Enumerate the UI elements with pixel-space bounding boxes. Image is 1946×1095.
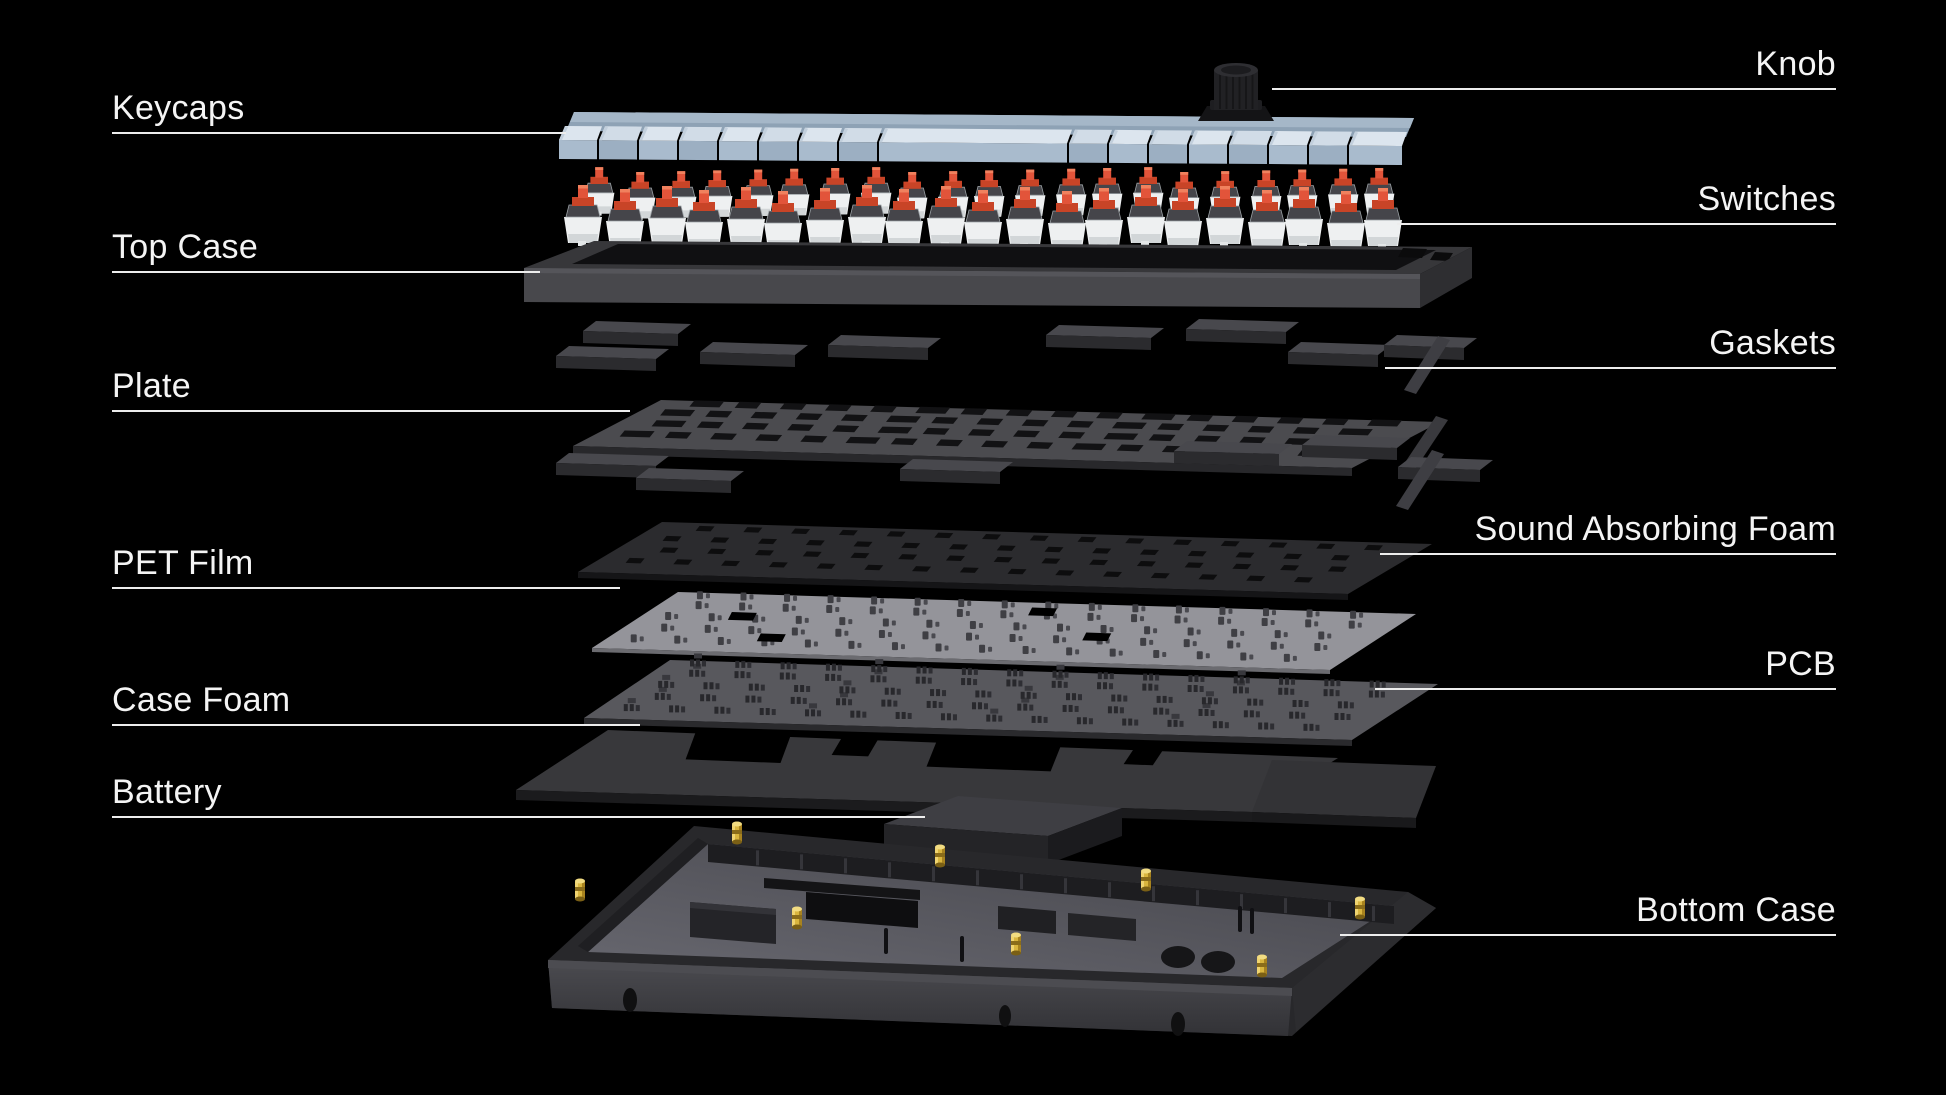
callout-sound-absorbing-foam: Sound Absorbing Foam (1380, 510, 1836, 555)
label-switches: Switches (1697, 180, 1836, 218)
callout-knob: Knob (1272, 45, 1836, 90)
knob-graphic (1198, 63, 1274, 121)
callout-pet-film: PET Film (112, 544, 620, 589)
keycaps-graphic (559, 112, 1414, 165)
label-bottom-case: Bottom Case (1636, 891, 1836, 929)
pcb-graphic (584, 653, 1438, 746)
callout-gaskets: Gaskets (1385, 324, 1836, 369)
callout-battery: Battery (112, 773, 925, 818)
top-case-graphic (524, 241, 1472, 308)
pet-film-graphic (592, 591, 1416, 674)
callout-case-foam: Case Foam (112, 681, 640, 726)
label-case-foam: Case Foam (112, 681, 291, 719)
bottom-case-graphic (548, 821, 1436, 1036)
label-top-case: Top Case (112, 228, 259, 266)
label-battery: Battery (112, 773, 222, 811)
label-knob: Knob (1755, 45, 1836, 83)
callout-pcb: PCB (1375, 645, 1836, 690)
label-plate: Plate (112, 367, 191, 405)
label-pcb: PCB (1765, 645, 1836, 683)
label-keycaps: Keycaps (112, 89, 245, 127)
label-pet-film: PET Film (112, 544, 254, 582)
label-gaskets: Gaskets (1709, 324, 1836, 362)
callout-top-case: Top Case (112, 228, 540, 273)
gaskets-upper-row-graphic (556, 319, 1477, 394)
gaskets-lower-row-graphic (556, 435, 1493, 510)
callout-bottom-case: Bottom Case (1340, 891, 1836, 936)
sound-absorbing-foam-graphic (578, 522, 1432, 600)
switches-graphic (564, 167, 1402, 252)
label-sound-absorbing-foam: Sound Absorbing Foam (1474, 510, 1836, 548)
callout-plate: Plate (112, 367, 630, 412)
callout-keycaps: Keycaps (112, 89, 566, 134)
callout-switches: Switches (1397, 180, 1836, 225)
